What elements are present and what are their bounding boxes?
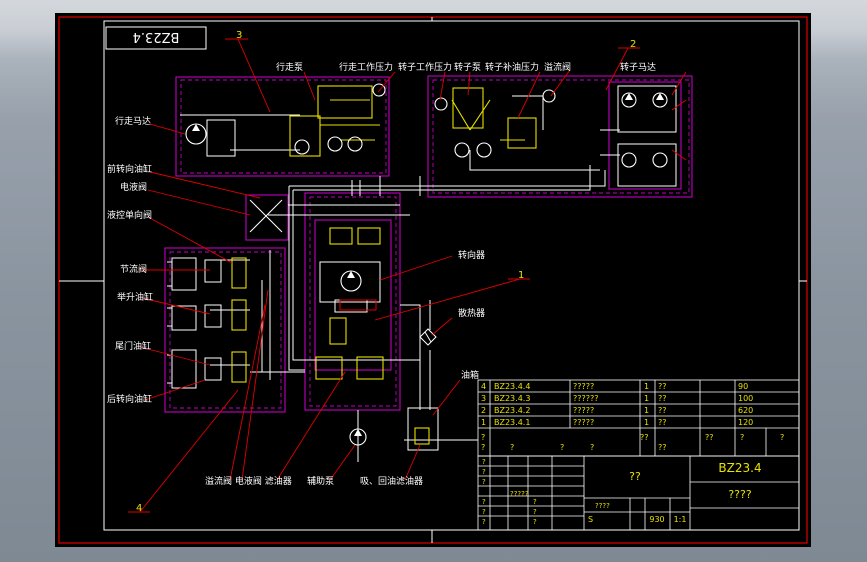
label-gear-pump: 辅助泵: [307, 475, 334, 487]
bom-header-cell: ??: [640, 433, 649, 442]
label-bottom-valves: 溢流阀 电液阀 滤油器: [205, 475, 292, 487]
label-steering-cyl: 前转向油缸: [107, 163, 152, 175]
bom-header-cell: ?: [740, 433, 744, 442]
bom-name: ?????: [573, 382, 594, 391]
label-cooler: 散热器: [458, 307, 485, 319]
title-block-cell: ?: [482, 458, 486, 466]
bom-material: ??: [658, 418, 667, 427]
bom-code: BZ23.4.2: [494, 406, 530, 415]
callout-3: 3: [236, 30, 242, 41]
bom-material: ??: [658, 394, 667, 403]
label-check-valve: 液控单向阀: [107, 209, 152, 221]
company-name: ????: [728, 488, 752, 501]
leader-lines: [139, 38, 687, 513]
solenoid-cross: [249, 199, 283, 233]
bom-qty: 1: [644, 406, 649, 415]
rotor-motor-boxes: [206, 85, 677, 313]
bom-header-cell: ??: [658, 443, 667, 452]
drawing-frame: [103, 20, 800, 531]
bom-name: ?????: [573, 406, 594, 415]
bom-qty: 1: [644, 418, 649, 427]
label-charge-pressure: 转子补油压力: [485, 61, 539, 73]
title-block-cell: ?: [482, 508, 486, 516]
cylinders: [167, 257, 222, 389]
bom-name: ??????: [573, 394, 598, 403]
label-solenoid-valve: 电液阀: [120, 181, 147, 193]
bom-code: BZ23.4.1: [494, 418, 530, 427]
bom-code: BZ23.4.4: [494, 382, 530, 391]
title-block-cell: ?: [533, 508, 537, 516]
bom-weight: 620: [738, 406, 753, 415]
bom-header-cell: ?: [560, 443, 564, 452]
bom-header-cell: ?: [590, 443, 594, 452]
bom-name: ?????: [573, 418, 594, 427]
steering-valve: [339, 299, 377, 311]
label-rotor-pressure: 转子工作压力: [398, 61, 452, 73]
label-throttle-valve: 节流阀: [120, 263, 147, 275]
frame-label: BZ23.4: [133, 29, 180, 44]
label-suction-filter: 吸、回油滤油器: [360, 475, 423, 487]
title-block: BZ23.4 ?? ???? S 930 1:1 ???????????????…: [477, 455, 800, 531]
tank-box: [407, 407, 439, 451]
bom-weight: 100: [738, 394, 753, 403]
bom-no: 1: [481, 418, 486, 427]
bom-no: 4: [481, 382, 486, 391]
bom-code: BZ23.4.3: [494, 394, 530, 403]
bom-weight: 90: [738, 382, 748, 391]
label-rotor-pump: 转子泵: [454, 61, 481, 73]
title-block-cell: ?: [482, 468, 486, 476]
title-block-cell: ?????: [510, 490, 529, 498]
label-door-cyl: 尾门油缸: [115, 340, 151, 352]
label-travel-pressure: 行走工作压力: [339, 61, 393, 73]
component-labels: 行走泵 行走工作压力 转子工作压力 转子泵 转子补油压力 溢流阀 转子马达 行走…: [107, 61, 656, 487]
dashed-boundaries: [169, 79, 690, 409]
title-block-cell: ?: [482, 518, 486, 526]
title-block-cell: ????: [595, 502, 610, 510]
title-block-cell: ?: [533, 498, 537, 506]
label-lift-cyl: 举升油缸: [117, 291, 153, 303]
callout-2: 2: [630, 39, 636, 50]
bom-no: 3: [481, 394, 486, 403]
callout-underlines: [128, 38, 640, 513]
bom-material: ??: [658, 382, 667, 391]
bom-header-cell: ?: [481, 443, 485, 452]
bom-header-cell: ??: [705, 433, 714, 442]
label-steering-unit: 转向器: [458, 249, 485, 261]
total-weight: 930: [649, 515, 664, 524]
bom-no: 2: [481, 406, 486, 415]
label-travel-motor: 行走马达: [115, 115, 151, 127]
drawing-name: ??: [629, 470, 641, 483]
label-relief-valve: 溢流阀: [544, 61, 571, 73]
bom-qty: 1: [644, 382, 649, 391]
label-tank: 油箱: [461, 369, 479, 381]
bom-header-cell: ?: [481, 433, 485, 442]
pump-fills: [192, 93, 664, 436]
cooler-symbol: [419, 328, 437, 346]
drawing-scale: 1:1: [674, 515, 687, 524]
bom-header-cell: ?: [510, 443, 514, 452]
subassembly-boxes: [164, 75, 693, 413]
title-block-cell: ?: [533, 518, 537, 526]
label-rear-steer-cyl: 后转向油缸: [107, 393, 152, 405]
scale-label: S: [588, 515, 593, 524]
callout-1: 1: [518, 270, 524, 281]
drawing-number: BZ23.4: [718, 461, 761, 475]
label-rotor-motor: 转子马达: [620, 61, 656, 73]
yellow-components: [231, 85, 537, 445]
callout-4: 4: [136, 503, 142, 514]
bom-material: ??: [658, 406, 667, 415]
sheet-border: [58, 16, 808, 544]
frame-label-box: [105, 26, 207, 50]
svg-text:BZ23.4: BZ23.4: [133, 29, 180, 44]
title-block-cell: ?: [482, 498, 486, 506]
bom-weight: 120: [738, 418, 753, 427]
title-block-cell: ?: [482, 478, 486, 486]
bom-qty: 1: [644, 394, 649, 403]
bom-header-cell: ?: [780, 433, 784, 442]
label-travel-pump: 行走泵: [276, 61, 303, 73]
